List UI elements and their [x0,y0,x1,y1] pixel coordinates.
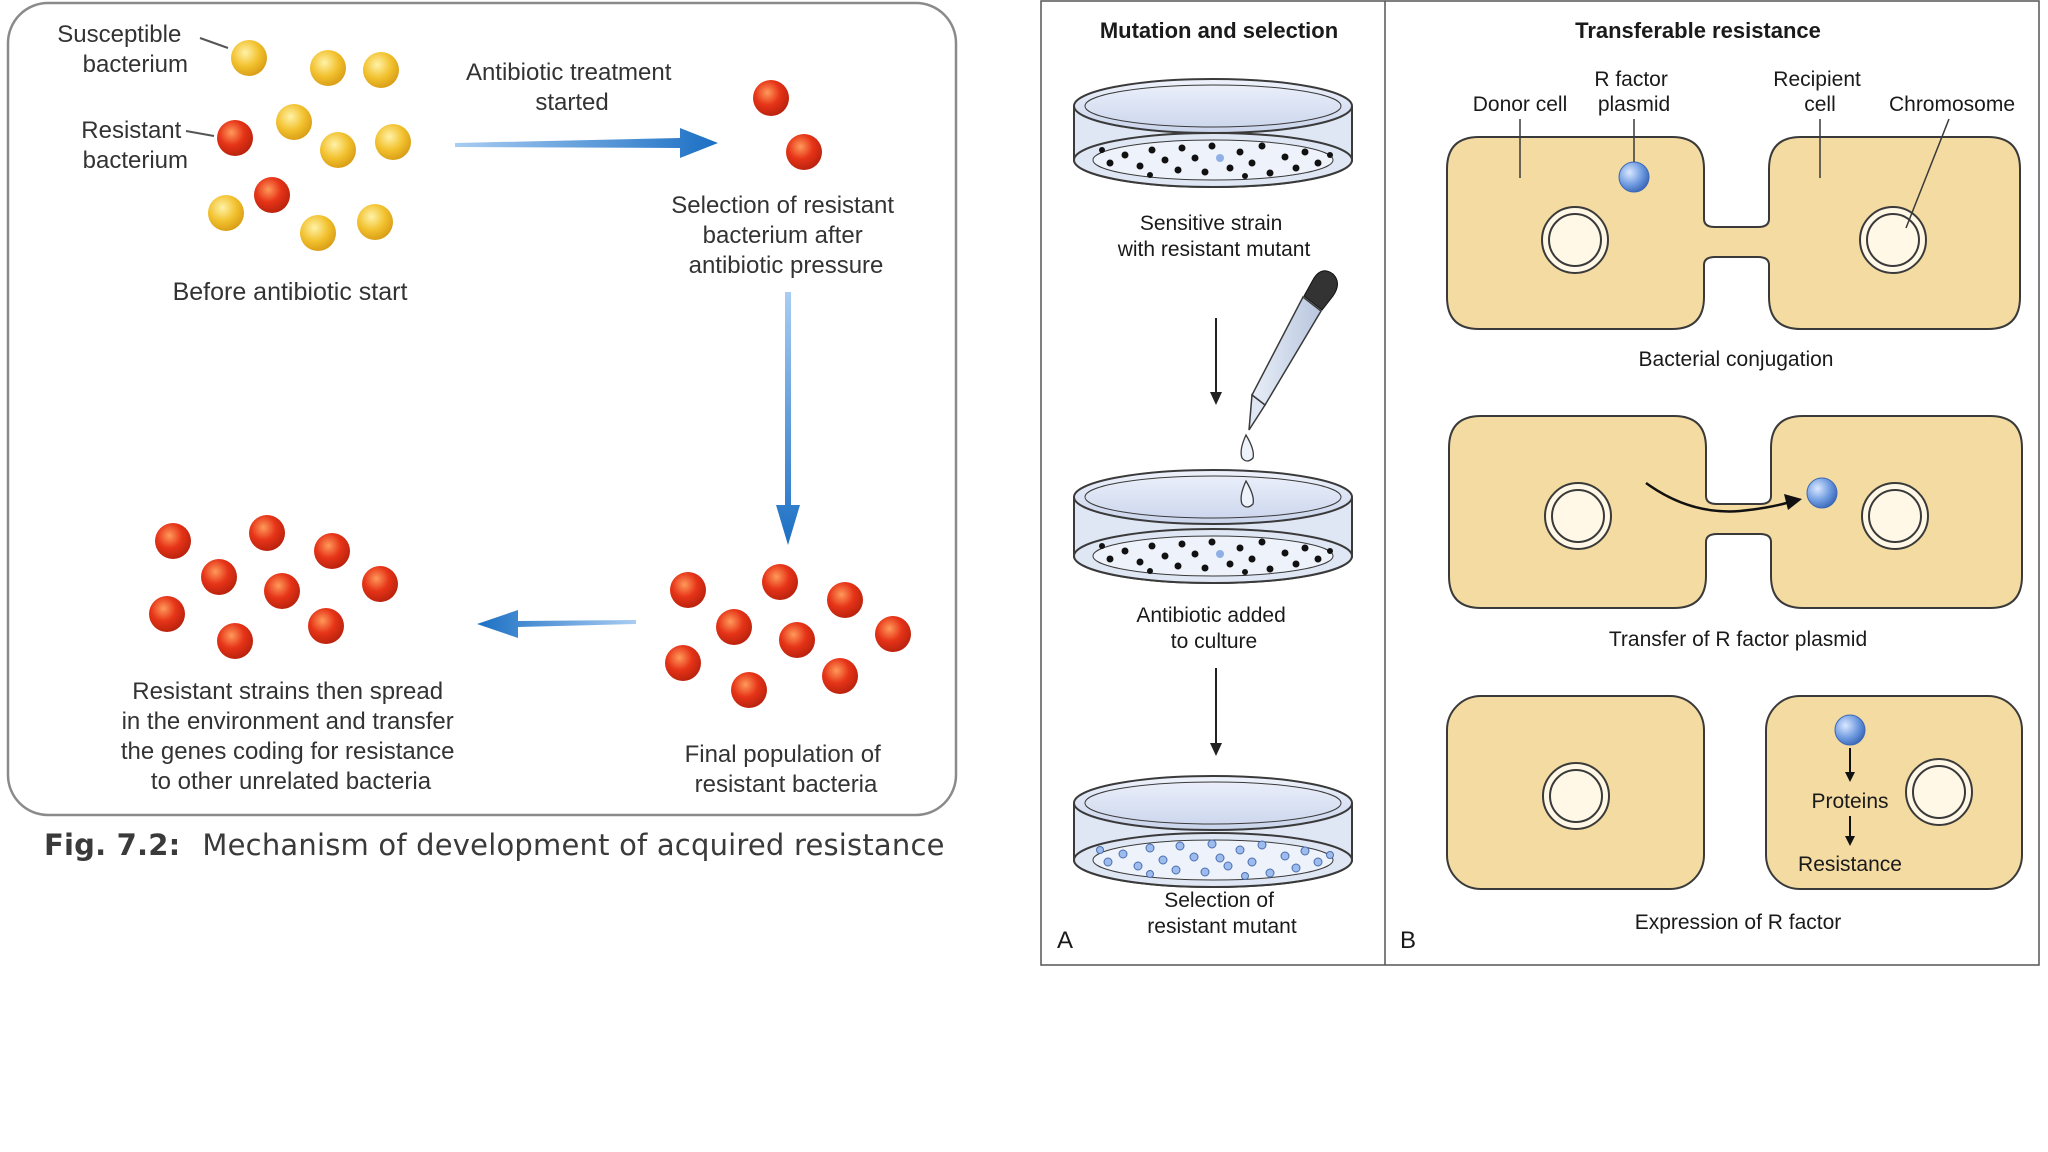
bacterium-susceptible [231,40,267,76]
panel-b-letter: B [1400,927,1416,954]
before-label: Before antibiotic start [173,278,408,306]
panel-a-letter: A [1057,927,1073,954]
rfactor-label: R factor plasmid [1594,68,1673,116]
bacterium-resistant [201,559,237,595]
bacterium-resistant [762,564,798,600]
bacterium-resistant [254,177,290,213]
bacterium-susceptible [320,132,356,168]
bacterium-resistant [217,623,253,659]
dropper-icon [1240,270,1338,462]
dish1-label: Sensitive strain with resistant mutant [1117,212,1311,261]
step2-label: Transfer of R factor plasmid [1609,628,1867,651]
expression-cells [1446,695,2023,890]
susceptible-pointer [199,37,229,49]
arrow-spread [477,610,636,638]
treatment-label: Antibiotic treatment started [466,59,678,116]
susceptible-bacteria-cluster [208,40,411,251]
figure-number: Fig. 7.2: [44,828,181,862]
resistant-pointer [185,130,215,137]
bacterium-resistant [753,80,789,116]
expressed-plasmid [1834,714,1866,746]
panel-a-title: Mutation and selection [1100,18,1338,43]
conjugation-pointers [1519,118,1950,229]
bacterium-resistant [822,658,858,694]
petri-dish-antibiotic [1073,469,1353,584]
arrow-down [776,292,800,545]
selected-resistant-bacteria [753,80,822,170]
bacterium-resistant [308,608,344,644]
final-label: Final population of resistant bacteria [685,741,888,798]
bacterium-susceptible [375,124,411,160]
spread-label: Resistant strains then spread in the env… [121,678,461,795]
bacterium-resistant [786,134,822,170]
bacterium-susceptible [357,204,393,240]
arrow-a2 [1210,668,1222,756]
donor-label: Donor cell [1473,93,1568,116]
bacterium-resistant [875,616,911,652]
step1-label: Bacterial conjugation [1639,348,1834,371]
arrow-treatment [455,128,718,158]
final-resistant-population [665,564,911,708]
bacterium-resistant [314,533,350,569]
proteins-label: Proteins [1811,790,1888,813]
conjugation-cells [1446,136,2021,330]
petri-dish-sensitive [1073,78,1353,188]
bacterium-resistant [264,573,300,609]
bacterium-resistant [731,672,767,708]
r-factor-plasmid [1618,161,1650,193]
bacterium-resistant [149,596,185,632]
bacterium-resistant [670,572,706,608]
dish3-label: Selection of resistant mutant [1147,889,1297,938]
step3-label: Expression of R factor [1635,911,1842,934]
left-figure-frame [6,1,958,817]
resistance-label: Resistance [1798,853,1902,876]
figure-caption: Fig. 7.2: Mechanism of development of acq… [44,828,945,874]
petri-dish-selection [1073,775,1353,888]
bacterium-resistant [362,566,398,602]
bacterium-resistant [249,515,285,551]
dish2-label: Antibiotic added to culture [1136,604,1291,653]
resistant-label: Resistant bacterium [81,117,188,174]
transfer-cells [1448,415,2023,609]
transferred-plasmid [1806,477,1838,509]
bacterium-resistant [827,582,863,618]
bacterium-susceptible [276,104,312,140]
bacterium-susceptible [300,215,336,251]
bacterium-resistant [716,609,752,645]
bacterium-resistant [779,622,815,658]
selection-label: Selection of resistant bacterium after a… [671,192,900,279]
arrow-a1 [1210,318,1222,405]
figure-caption-text: Mechanism of development of acquired res… [202,828,945,862]
spread-resistant-population [149,515,398,659]
bacterium-susceptible [208,195,244,231]
panel-b-title: Transferable resistance [1575,18,1821,43]
recipient-label: Recipient cell [1773,68,1866,116]
chromosome-label: Chromosome [1889,93,2015,116]
susceptible-label: Susceptible bacterium [57,21,188,78]
bacterium-susceptible [363,52,399,88]
bacterium-susceptible [310,50,346,86]
bacterium-resistant [217,120,253,156]
bacterium-resistant [155,523,191,559]
bacterium-resistant [665,645,701,681]
